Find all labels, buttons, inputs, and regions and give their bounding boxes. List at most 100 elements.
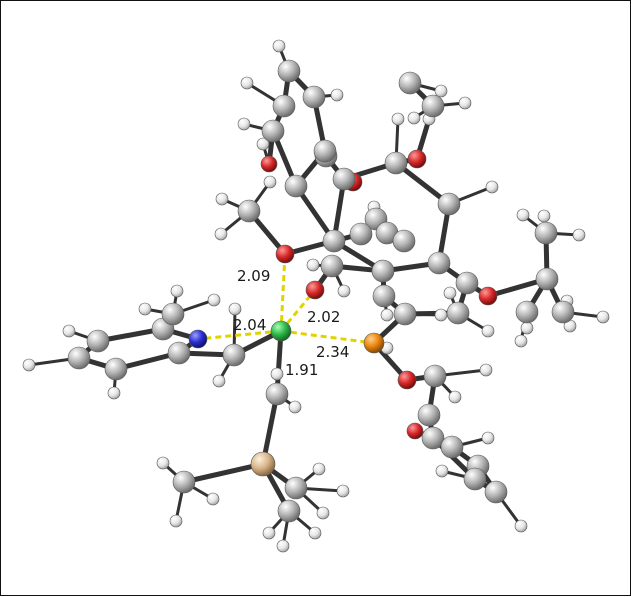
hydrogen-atom <box>306 258 320 272</box>
hydrogen-atom <box>516 208 530 222</box>
hydrogen-atom <box>481 324 495 338</box>
carbon-atom <box>551 300 575 324</box>
hydrogen-atom <box>206 492 220 506</box>
hydrogen-atom <box>514 334 528 348</box>
hydrogen-atom <box>330 88 344 102</box>
distance-label-3: 2.02 <box>307 308 340 326</box>
hydrogen-atom <box>215 192 229 206</box>
hydrogen-atom <box>270 367 284 381</box>
oxygen-atom <box>397 370 417 390</box>
hydrogen-atom <box>214 227 228 241</box>
carbon-atom <box>167 341 191 365</box>
distance-label-5: 1.91 <box>285 361 318 379</box>
hydrogen-atom <box>62 324 76 338</box>
hydrogen-atom <box>485 180 499 194</box>
hydrogen-atom <box>272 39 286 53</box>
contact-line <box>197 329 282 341</box>
contact-line <box>279 253 287 332</box>
metal-atom <box>270 320 292 342</box>
carbon-atom <box>484 480 508 504</box>
carbon-atom <box>440 435 464 459</box>
carbon-atom <box>421 94 445 118</box>
hydrogen-atom <box>312 462 326 476</box>
hydrogen-atom <box>572 228 586 242</box>
carbon-atom <box>421 426 445 450</box>
carbon-atom <box>392 229 416 253</box>
hydrogen-atom <box>276 539 290 553</box>
carbon-atom <box>534 221 558 245</box>
carbon-atom <box>86 329 110 353</box>
bond <box>181 461 266 485</box>
distance-labels: 2.09 2.04 2.02 2.34 1.91 <box>233 267 349 379</box>
oxygen-atom <box>275 244 295 264</box>
carbon-atom <box>427 251 451 275</box>
oxygen-atom <box>305 280 325 300</box>
carbon-atom <box>371 259 395 283</box>
hydrogen-atom <box>380 308 394 322</box>
carbon-atom <box>302 85 326 109</box>
carbon-atom <box>313 139 337 163</box>
hydrogen-atom <box>228 302 242 316</box>
carbon-atom <box>446 301 470 325</box>
hydrogen-atom <box>256 137 270 151</box>
carbon-atom <box>398 71 422 95</box>
hydrogen-atom <box>156 456 170 470</box>
distance-label-2: 2.04 <box>233 316 266 334</box>
phosphorus-atom <box>363 332 385 354</box>
carbon-atom <box>67 346 91 370</box>
hydrogen-atom <box>169 514 183 528</box>
hydrogen-atom <box>391 112 405 126</box>
hydrogen-atom <box>520 321 534 335</box>
carbon-atom <box>417 403 441 427</box>
carbon-atom <box>261 119 285 143</box>
carbon-atom <box>277 59 301 83</box>
hydrogen-atom <box>308 526 322 540</box>
distance-label-1: 2.09 <box>237 267 270 285</box>
hydrogen-atom <box>596 310 610 324</box>
hydrogen-atom <box>316 506 330 520</box>
hydrogen-atom <box>107 386 121 400</box>
hydrogen-atom <box>448 390 462 404</box>
carbon-atom <box>322 229 346 253</box>
hydrogen-atom <box>170 284 184 298</box>
carbon-atom <box>284 174 308 198</box>
carbon-atom <box>455 271 479 295</box>
hydrogen-atom <box>434 308 448 322</box>
hydrogen-atom <box>337 284 351 298</box>
distance-label-4: 2.34 <box>316 343 349 361</box>
hydrogen-atom <box>407 111 421 125</box>
carbon-atom <box>172 470 196 494</box>
hydrogen-atom <box>262 526 276 540</box>
carbon-atom <box>535 267 559 291</box>
hydrogen-atom <box>240 76 254 90</box>
hydrogen-atom <box>537 209 551 223</box>
carbon-atom <box>237 199 261 223</box>
hydrogen-atom <box>207 293 221 307</box>
hydrogen-atom <box>514 519 528 533</box>
hydrogen-atom <box>288 400 302 414</box>
carbon-atom <box>372 284 396 308</box>
hydrogen-atom <box>479 363 493 377</box>
oxygen-atom <box>406 422 424 440</box>
hydrogen-atom <box>481 431 495 445</box>
carbon-atom <box>349 222 373 246</box>
carbon-atom <box>437 192 461 216</box>
oxygen-atom <box>260 155 278 173</box>
hydrogen-atom <box>458 96 472 110</box>
carbon-atom <box>265 382 289 406</box>
carbon-atom <box>393 302 417 326</box>
hydrogen-atom <box>434 84 448 98</box>
carbon-atom <box>463 467 487 491</box>
atoms-layer <box>22 39 610 553</box>
carbon-atom <box>277 499 301 523</box>
hydrogen-atom <box>212 374 226 388</box>
oxygen-atom <box>407 149 427 169</box>
oxygen-atom <box>478 286 498 306</box>
carbon-atom <box>104 357 128 381</box>
carbon-atom <box>515 300 539 324</box>
carbon-atom <box>272 94 296 118</box>
hydrogen-atom <box>336 484 350 498</box>
hydrogen-atom <box>435 464 449 478</box>
